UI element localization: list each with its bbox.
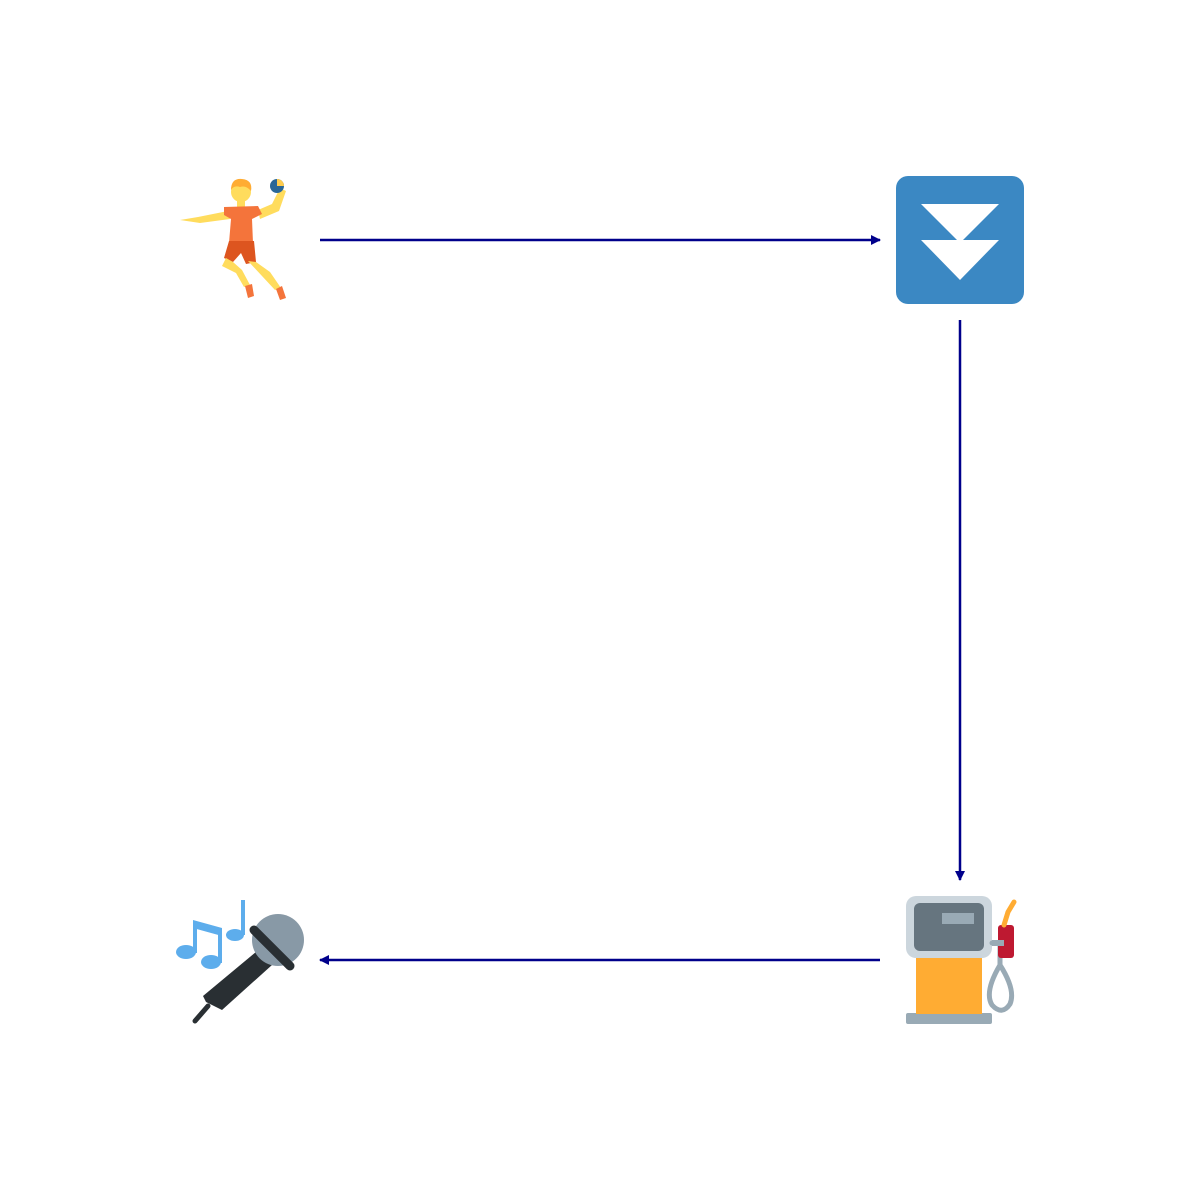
fast-down-button-icon xyxy=(896,176,1024,304)
person-playing-handball-icon xyxy=(180,178,286,300)
edges xyxy=(319,235,965,965)
fuel-pump-icon xyxy=(906,896,1017,1024)
microphone-music-notes-icon xyxy=(176,900,304,1024)
music-notes-icon xyxy=(176,900,245,969)
